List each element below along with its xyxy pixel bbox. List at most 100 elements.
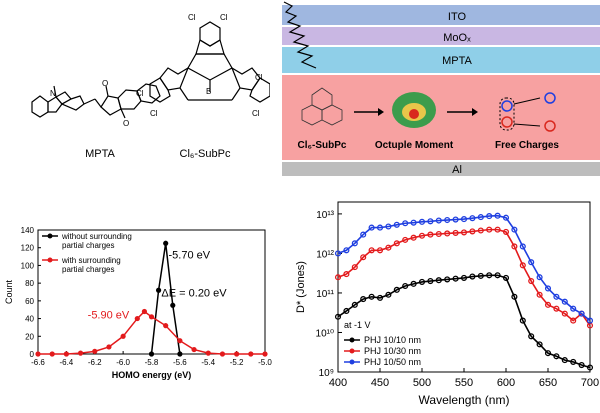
- x-tick-label: 450: [371, 377, 389, 389]
- subpc-cl-6: Cl: [255, 73, 263, 82]
- y-tick-label: 10¹³: [316, 210, 334, 221]
- subpc-cl-2: Cl: [220, 13, 228, 22]
- series-1-point: [134, 315, 140, 322]
- delta-energy-label: ΔE = 0.20 eV: [161, 287, 227, 299]
- series-0-point: [511, 293, 518, 300]
- x-tick-label: -5.4: [201, 358, 215, 367]
- legend-label-1-line2: partial charges: [62, 265, 114, 274]
- series-1-point: [544, 301, 552, 308]
- free-electron-icon: [544, 92, 556, 104]
- series-1-point: [486, 226, 493, 233]
- series-2-point: [536, 274, 543, 281]
- legend-label-0: PHJ 10/10 nm: [364, 335, 421, 345]
- series-1-point: [477, 227, 484, 234]
- mpta-atom-o-top: O: [102, 79, 108, 88]
- series-1-point: [343, 271, 350, 278]
- series-2-point: [477, 214, 484, 221]
- series-0-point: [155, 287, 162, 293]
- series-1-point: [148, 314, 155, 320]
- subpc-structure: [149, 21, 271, 103]
- y-tick-label: 80: [25, 279, 34, 288]
- x-tick-label: -6.4: [59, 358, 73, 367]
- series-1-point: [494, 226, 501, 233]
- series-1-point: [368, 247, 375, 254]
- series-1-point: [376, 247, 384, 254]
- free-charges-label: Free Charges: [495, 140, 559, 151]
- series-2-point: [393, 221, 400, 228]
- series-2-point: [427, 218, 434, 225]
- series-2-point: [570, 305, 577, 312]
- mpta-layer: [282, 47, 600, 73]
- legend-marker-0: [349, 337, 355, 343]
- red-peak-label: -5.90 eV: [88, 310, 130, 322]
- series-0-point: [427, 278, 434, 285]
- series-1-point: [536, 291, 543, 298]
- x-tick-label: -5.2: [230, 358, 244, 367]
- series-0-point: [553, 353, 560, 360]
- y-tick-label: 10⁹: [319, 368, 334, 379]
- series-1-point: [561, 310, 568, 317]
- series-2-point: [368, 224, 375, 231]
- series-2-point: [385, 223, 392, 230]
- y-tick-label: 120: [21, 244, 35, 253]
- series-0-point: [418, 278, 426, 285]
- legend-label-0-line2: partial charges: [62, 241, 114, 250]
- series-1-point: [234, 351, 240, 357]
- series-0-point: [410, 280, 417, 287]
- series-0-point: [368, 293, 375, 300]
- series-2-point: [511, 226, 518, 233]
- arrow-1-head-icon: [378, 108, 384, 116]
- x-tick-label: -5.8: [145, 358, 159, 367]
- series-1-point: [452, 229, 459, 236]
- legend-label-1: PHJ 10/30 nm: [364, 346, 421, 356]
- series-0-point: [351, 301, 358, 308]
- x-tick-label: -6.0: [116, 358, 130, 367]
- series-1-point: [177, 338, 183, 344]
- series-2-point: [360, 231, 367, 238]
- series-2-point: [376, 224, 384, 231]
- series-0-point: [494, 272, 501, 279]
- series-1-point: [163, 323, 169, 329]
- mpta-atom-n: N: [50, 89, 56, 98]
- series-2-point: [402, 220, 409, 227]
- series-0-point: [519, 317, 526, 324]
- series-0-point: [435, 277, 442, 284]
- electron-icon: [501, 100, 513, 112]
- x-tick-label: 550: [455, 377, 473, 389]
- subpc-cl-4: Cl: [150, 109, 158, 118]
- x-tick-label: -6.6: [31, 358, 45, 367]
- series-2-point: [444, 216, 451, 224]
- ito-label: ITO: [448, 11, 467, 23]
- y-tick-label: 10¹⁰: [316, 328, 334, 339]
- x-tick-label: 650: [539, 377, 557, 389]
- series-2-point: [553, 293, 560, 300]
- series-2-point: [578, 310, 585, 317]
- series-0-point: [586, 364, 594, 371]
- series-2-point: [410, 219, 417, 226]
- y-tick-label: 60: [25, 297, 34, 306]
- subpc-small-icon: [301, 87, 343, 126]
- series-2-point: [519, 243, 526, 250]
- series-1-point: [92, 348, 98, 354]
- series-1-point: [502, 228, 510, 235]
- legend-marker-2: [349, 359, 355, 365]
- mpta-atom-o-bottom: O: [123, 119, 129, 128]
- series-1-point: [191, 346, 197, 353]
- series-1-point: [528, 278, 535, 285]
- series-2-point: [469, 215, 476, 222]
- octuple-moment-core-icon: [409, 109, 419, 119]
- series-line-0: [337, 274, 591, 369]
- series-0-point: [343, 307, 350, 315]
- homo-distribution-chart: 020406080100120140-6.6-6.4-6.2-6.0-5.8-5…: [4, 226, 272, 380]
- light-wave-icon: [283, 1, 317, 69]
- series-0-point: [544, 350, 552, 357]
- series-0-point: [376, 294, 384, 301]
- y-tick-label: 10¹¹: [316, 289, 334, 300]
- series-2-point: [486, 213, 493, 220]
- series-1-point: [435, 230, 442, 238]
- active-layer: [282, 75, 600, 160]
- series-1-point: [553, 305, 560, 312]
- series-1-point: [427, 231, 434, 238]
- series-2-point: [502, 214, 510, 221]
